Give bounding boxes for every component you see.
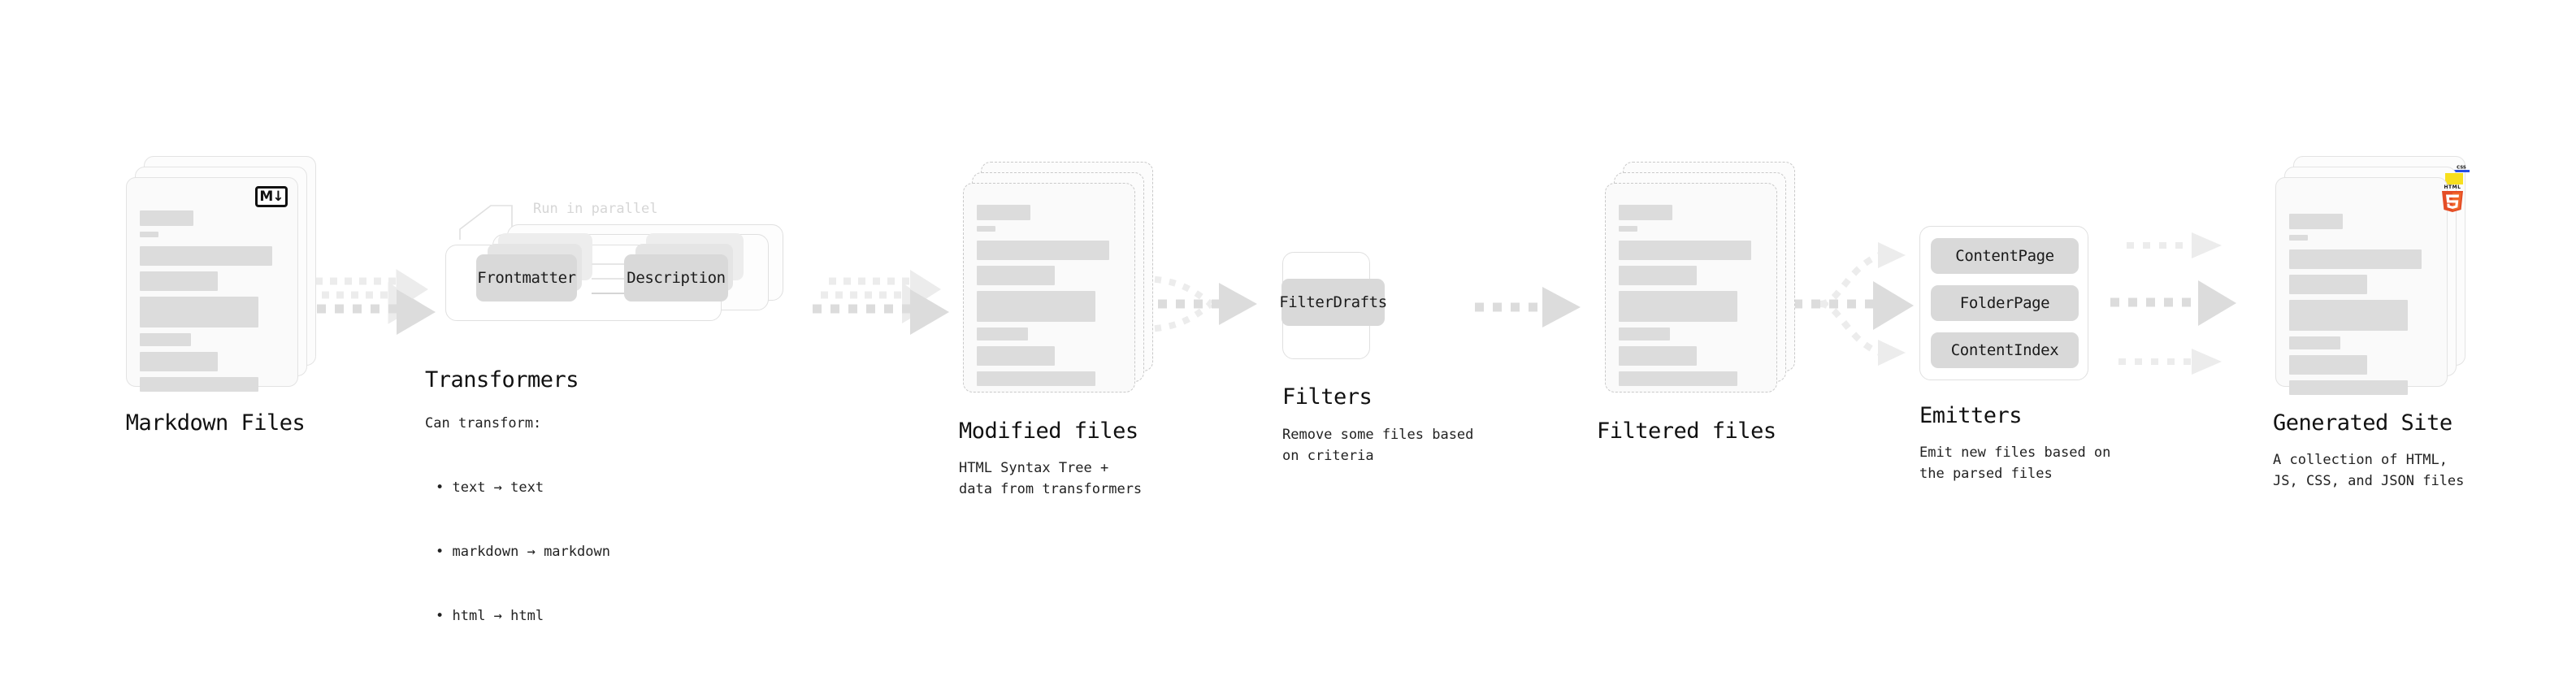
content-bar [140, 297, 258, 327]
content-bar [2289, 300, 2408, 331]
chip-description-label: Description [627, 269, 726, 287]
content-bar [2289, 336, 2340, 349]
file-card-front [1605, 183, 1777, 393]
file-card-front: HTML [2275, 177, 2463, 395]
chip-frontmatter[interactable]: Frontmatter [476, 254, 577, 301]
content-bar [977, 291, 1095, 322]
svg-text:CSS: CSS [2457, 166, 2466, 171]
filters-description: Remove some files based on criteria [1282, 427, 1474, 465]
markdown-icon: M↓ [255, 186, 288, 207]
emitters-description: Emit new files based on the parsed files [1919, 445, 2111, 483]
generated-site-description: A collection of HTML, JS, CSS, and JSON … [2273, 452, 2465, 490]
stage-title-filtered-files: Filtered files [1597, 419, 1776, 444]
content-bar [2289, 380, 2408, 395]
content-bar [2289, 355, 2367, 375]
connector-transformers-to-modified [813, 270, 949, 335]
content-bar [1619, 327, 1670, 340]
content-bar [977, 266, 1055, 285]
connector-filtered-to-emitters [1776, 242, 1914, 366]
chip-frontmatter-label: Frontmatter [477, 269, 576, 287]
content-bar [140, 210, 193, 226]
stage-title-markdown-files: Markdown Files [125, 410, 306, 436]
content-bar [1619, 226, 1637, 232]
modified-file-stack [963, 162, 1153, 419]
connector-emitters-to-site [2110, 232, 2236, 375]
bullet-item: • markdown → markdown [436, 543, 610, 560]
bullet-item: • html → html [436, 607, 544, 624]
chip-folderpage-label: FolderPage [1959, 294, 2050, 312]
content-bar [1619, 266, 1697, 285]
chip-contentpage-label: ContentPage [1955, 247, 2054, 265]
content-bar [977, 327, 1028, 340]
stage-filters: FilterDrafts Filters Remove some files b… [1279, 252, 1473, 464]
file-card-content [2289, 214, 2434, 401]
content-bar [1619, 291, 1737, 322]
stage-modified-files: Modified files HTML Syntax Tree + data f… [959, 162, 1153, 497]
markdown-file-stack: M↓ [126, 156, 316, 413]
content-bar [2289, 235, 2308, 241]
run-in-parallel-label: Run in parallel [533, 201, 658, 217]
stage-generated-site: CSS HTML [2273, 156, 2470, 489]
stage-markdown-files: M↓ Markdown Files [126, 156, 316, 436]
bullet-text: html → html [452, 607, 544, 624]
filtered-file-stack [1605, 162, 1795, 419]
stage-title-filters: Filters [1282, 384, 1373, 410]
content-bar [1619, 205, 1672, 220]
file-card-content [140, 210, 284, 397]
content-bar [2289, 275, 2367, 294]
chip-contentpage[interactable]: ContentPage [1931, 238, 2079, 274]
content-bar [977, 371, 1095, 386]
modified-files-description: HTML Syntax Tree + data from transformer… [959, 460, 1143, 498]
stage-title-modified-files: Modified files [959, 419, 1138, 444]
bullet-text: text → text [452, 479, 544, 496]
content-bar [977, 205, 1030, 220]
file-card-content [1619, 205, 1763, 392]
content-bar [2289, 214, 2343, 229]
generated-site-file-stack: CSS HTML [2275, 156, 2470, 413]
chip-filterdrafts-label: FilterDrafts [1279, 293, 1387, 311]
stage-title-generated-site: Generated Site [2273, 410, 2452, 436]
css-icon-glyph: CSS [2453, 166, 2470, 172]
content-bar [140, 333, 191, 346]
content-bar [140, 232, 158, 237]
file-card-front: M↓ [126, 177, 298, 392]
file-card-content [977, 205, 1121, 392]
transformers-bullets: • text → text • markdown → markdown • ht… [436, 434, 610, 670]
stage-emitters: ContentPage FolderPage ContentIndex Emit… [1919, 226, 2110, 482]
content-bar [1619, 241, 1751, 260]
file-card-front [963, 183, 1135, 393]
connector-markdown-to-transformers [299, 269, 436, 335]
chip-folderpage[interactable]: FolderPage [1931, 285, 2079, 321]
chip-contentindex-label: ContentIndex [1950, 341, 2059, 359]
content-bar [977, 226, 995, 232]
stage-title-transformers: Transformers [425, 367, 579, 393]
filters-box: FilterDrafts [1279, 252, 1387, 359]
content-bar [140, 246, 272, 266]
content-bar [140, 377, 258, 392]
bullet-text: markdown → markdown [452, 543, 610, 560]
content-bar [2289, 249, 2422, 269]
stage-title-emitters: Emitters [1919, 403, 2023, 428]
content-bar [1619, 371, 1737, 386]
chip-contentindex[interactable]: ContentIndex [1931, 332, 2079, 368]
content-bar [140, 352, 218, 371]
connector-filters-to-filtered [1475, 287, 1581, 327]
content-bar [977, 241, 1109, 260]
connector-modified-to-filters [1139, 275, 1257, 332]
stage-filtered-files: Filtered files [1597, 162, 1795, 444]
content-bar [1619, 346, 1697, 366]
chip-filterdrafts[interactable]: FilterDrafts [1279, 279, 1387, 326]
content-bar [140, 271, 218, 291]
chip-description[interactable]: Description [624, 254, 728, 301]
markdown-icon-glyph: M↓ [259, 188, 284, 205]
transformers-description: Can transform: [425, 415, 542, 432]
bullet-item: • text → text [436, 479, 544, 496]
content-bar [977, 346, 1055, 366]
emitters-box: ContentPage FolderPage ContentIndex [1919, 226, 2088, 380]
